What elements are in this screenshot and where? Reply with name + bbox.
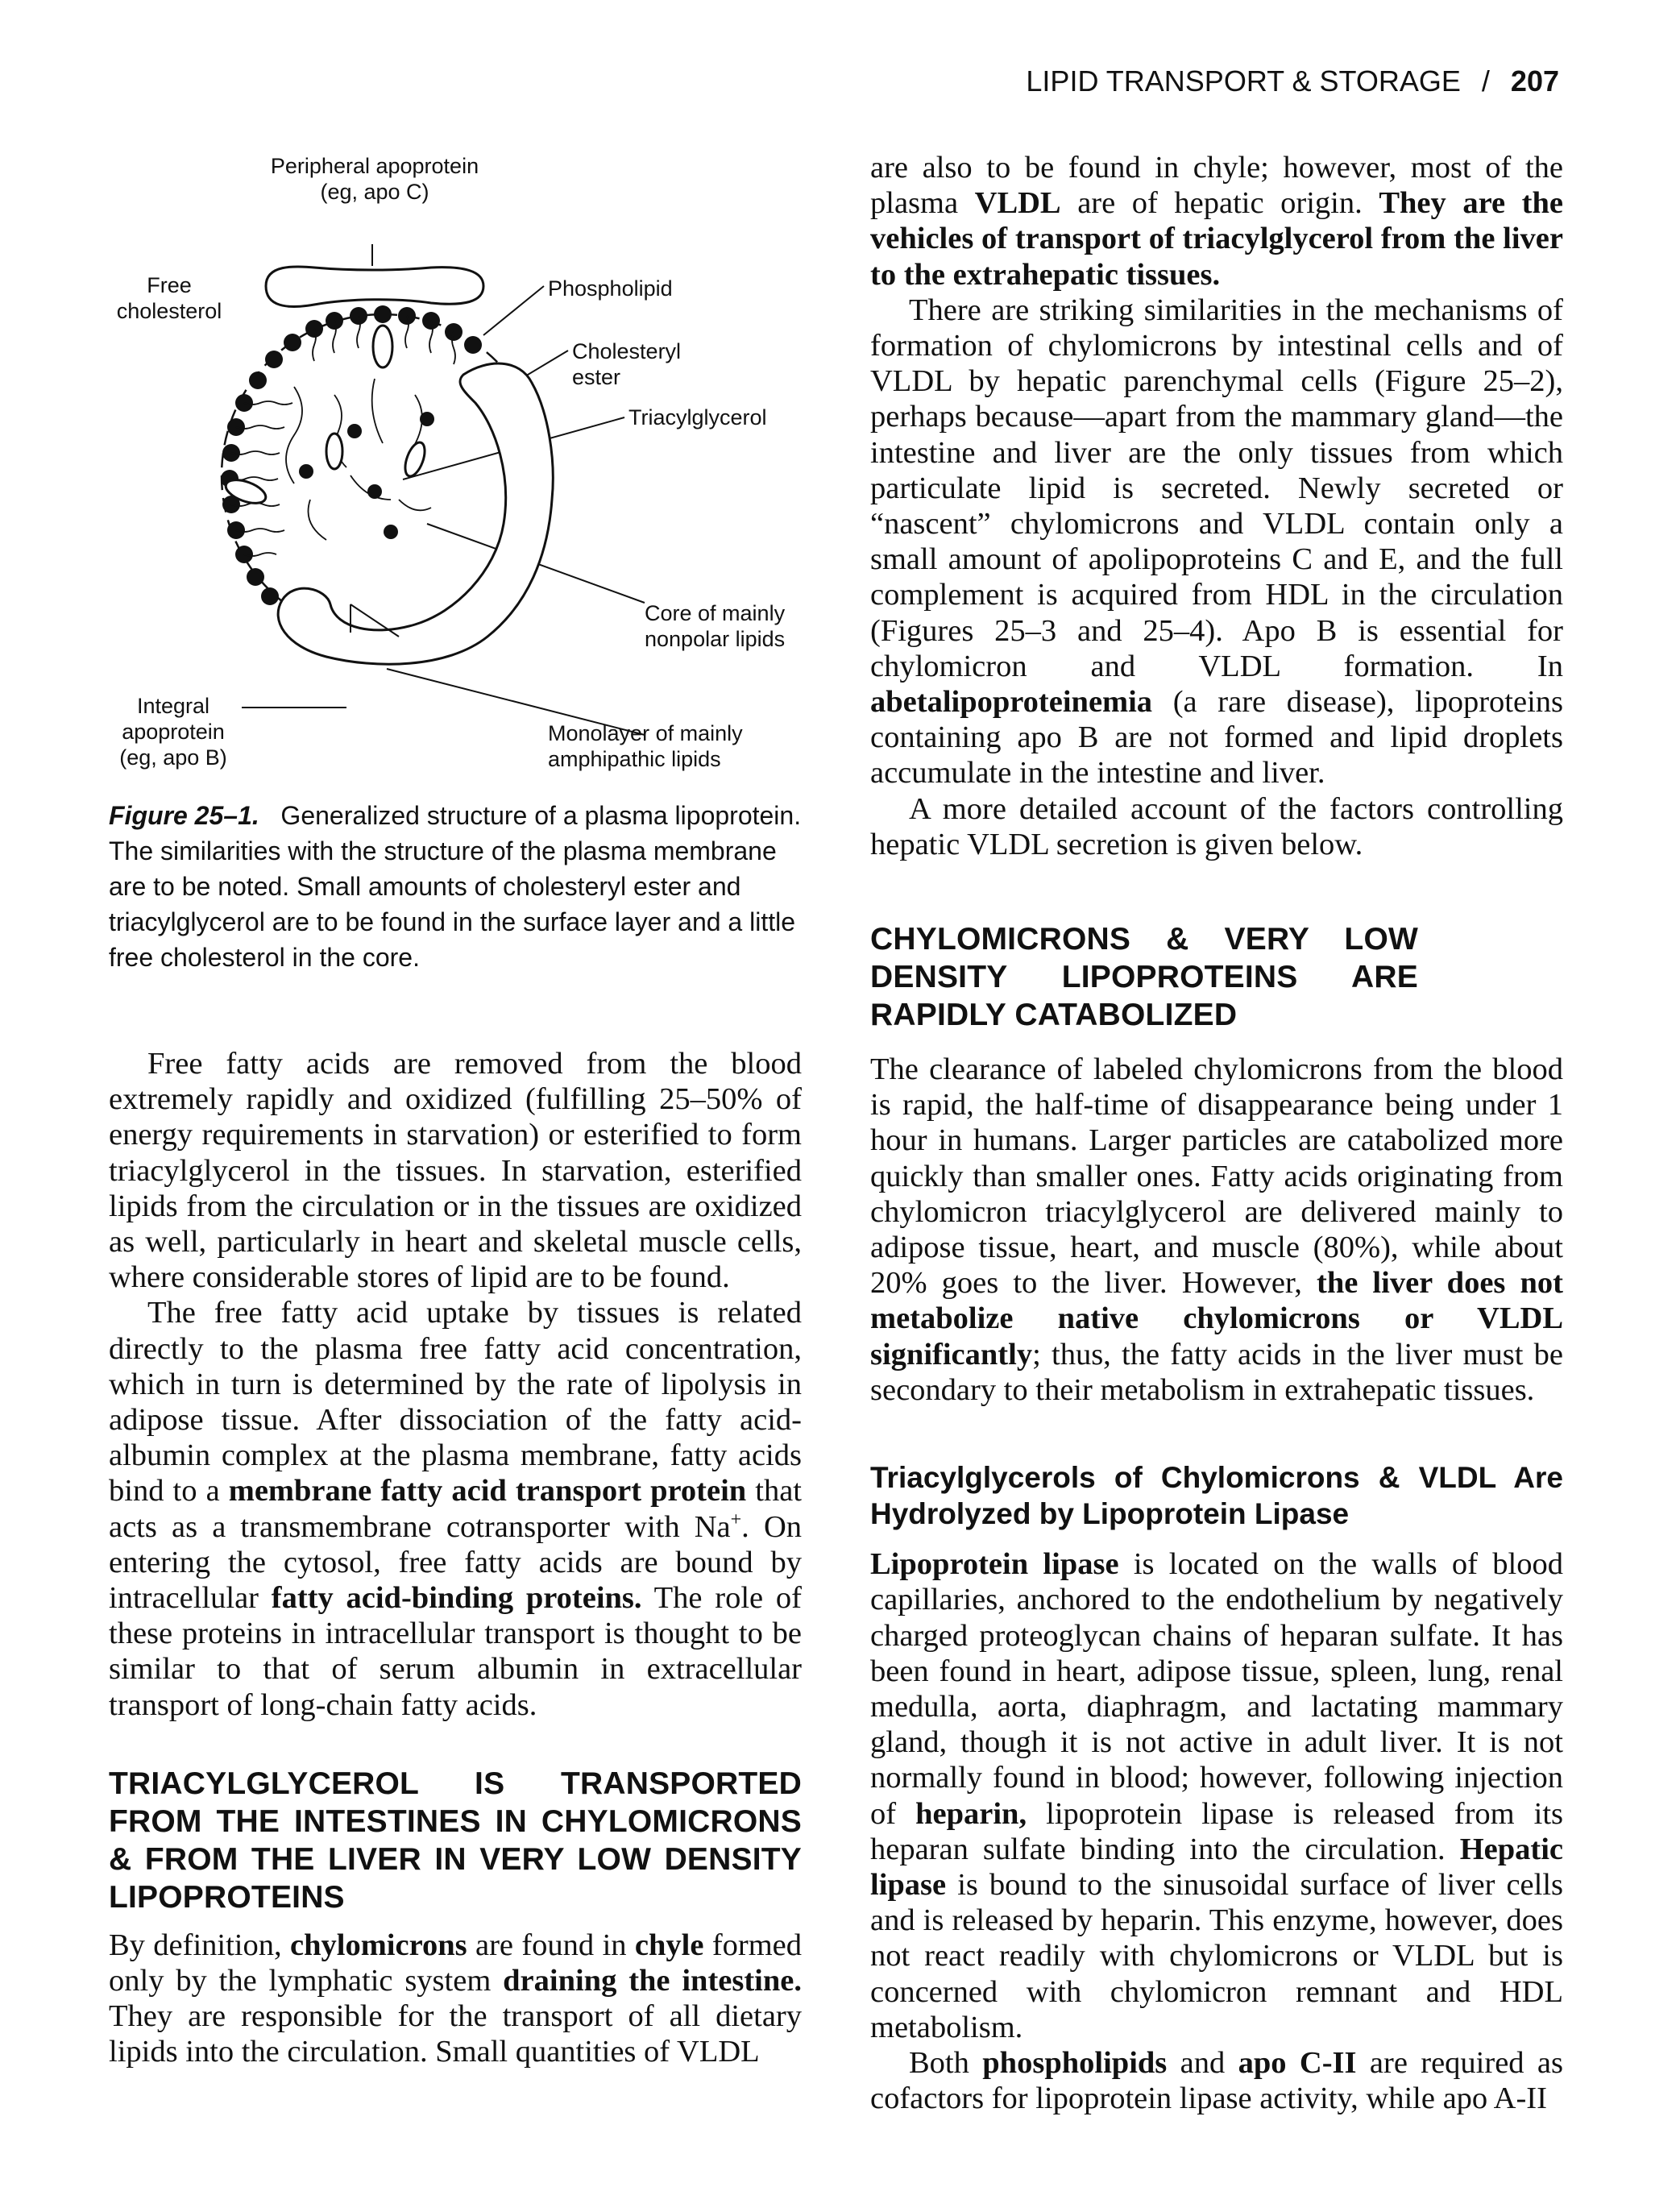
right-paragraph-2: There are striking similarities in the m…: [870, 293, 1563, 791]
lipoprotein-diagram: [220, 244, 645, 736]
label-peripheral-apoprotein: Peripheral apoprotein(eg, apo C): [270, 154, 479, 204]
figure-caption-text: Generalized structure of a plasma lipopr…: [109, 801, 802, 972]
page-number: 207: [1510, 64, 1559, 98]
label-triacylglycerol: Triacylglycerol: [628, 405, 767, 430]
right-column: are also to be found in chyle; however, …: [870, 150, 1563, 2116]
left-paragraph-1: Free fatty acids are removed from the bl…: [109, 1047, 802, 1295]
running-head-title: LIPID TRANSPORT & STORAGE: [1026, 64, 1461, 98]
left-paragraph-3: By definition, chylomicrons are found in…: [109, 1928, 803, 2069]
right-paragraph-3: A more detailed account of the factors c…: [870, 791, 1563, 861]
left-column: Free fatty acids are removed from the bl…: [109, 1046, 802, 2070]
figure-caption: Figure 25–1. Generalized structure of a …: [109, 798, 802, 975]
running-head-separator: /: [1481, 64, 1490, 98]
right-section-heading-2: Triacylglycerols of Chylomicrons & VLDL …: [870, 1461, 1563, 1531]
right-paragraph-4: The clearance of labeled chylomicrons fr…: [870, 1052, 1563, 1407]
right-section-heading-1: CHYLOMICRONS & VERY LOW DENSITY LIPOPROT…: [870, 922, 1418, 1033]
right-paragraph-5: Lipoprotein lipase is located on the wal…: [870, 1547, 1563, 2044]
left-paragraph-2: The free fatty acid uptake by tissues is…: [109, 1296, 803, 1722]
right-paragraph-1: are also to be found in chyle; however, …: [870, 151, 1563, 292]
label-phospholipid: Phospholipid: [548, 276, 673, 301]
figure-caption-label: Figure 25–1.: [109, 801, 259, 830]
running-head: LIPID TRANSPORT & STORAGE / 207: [1026, 64, 1559, 98]
left-section-heading: TRIACYLGLYCEROL IS TRANSPORTED FROM THE …: [109, 1766, 802, 1915]
right-paragraph-6: Both phospholipids and apo C-II are requ…: [870, 2045, 1563, 2116]
